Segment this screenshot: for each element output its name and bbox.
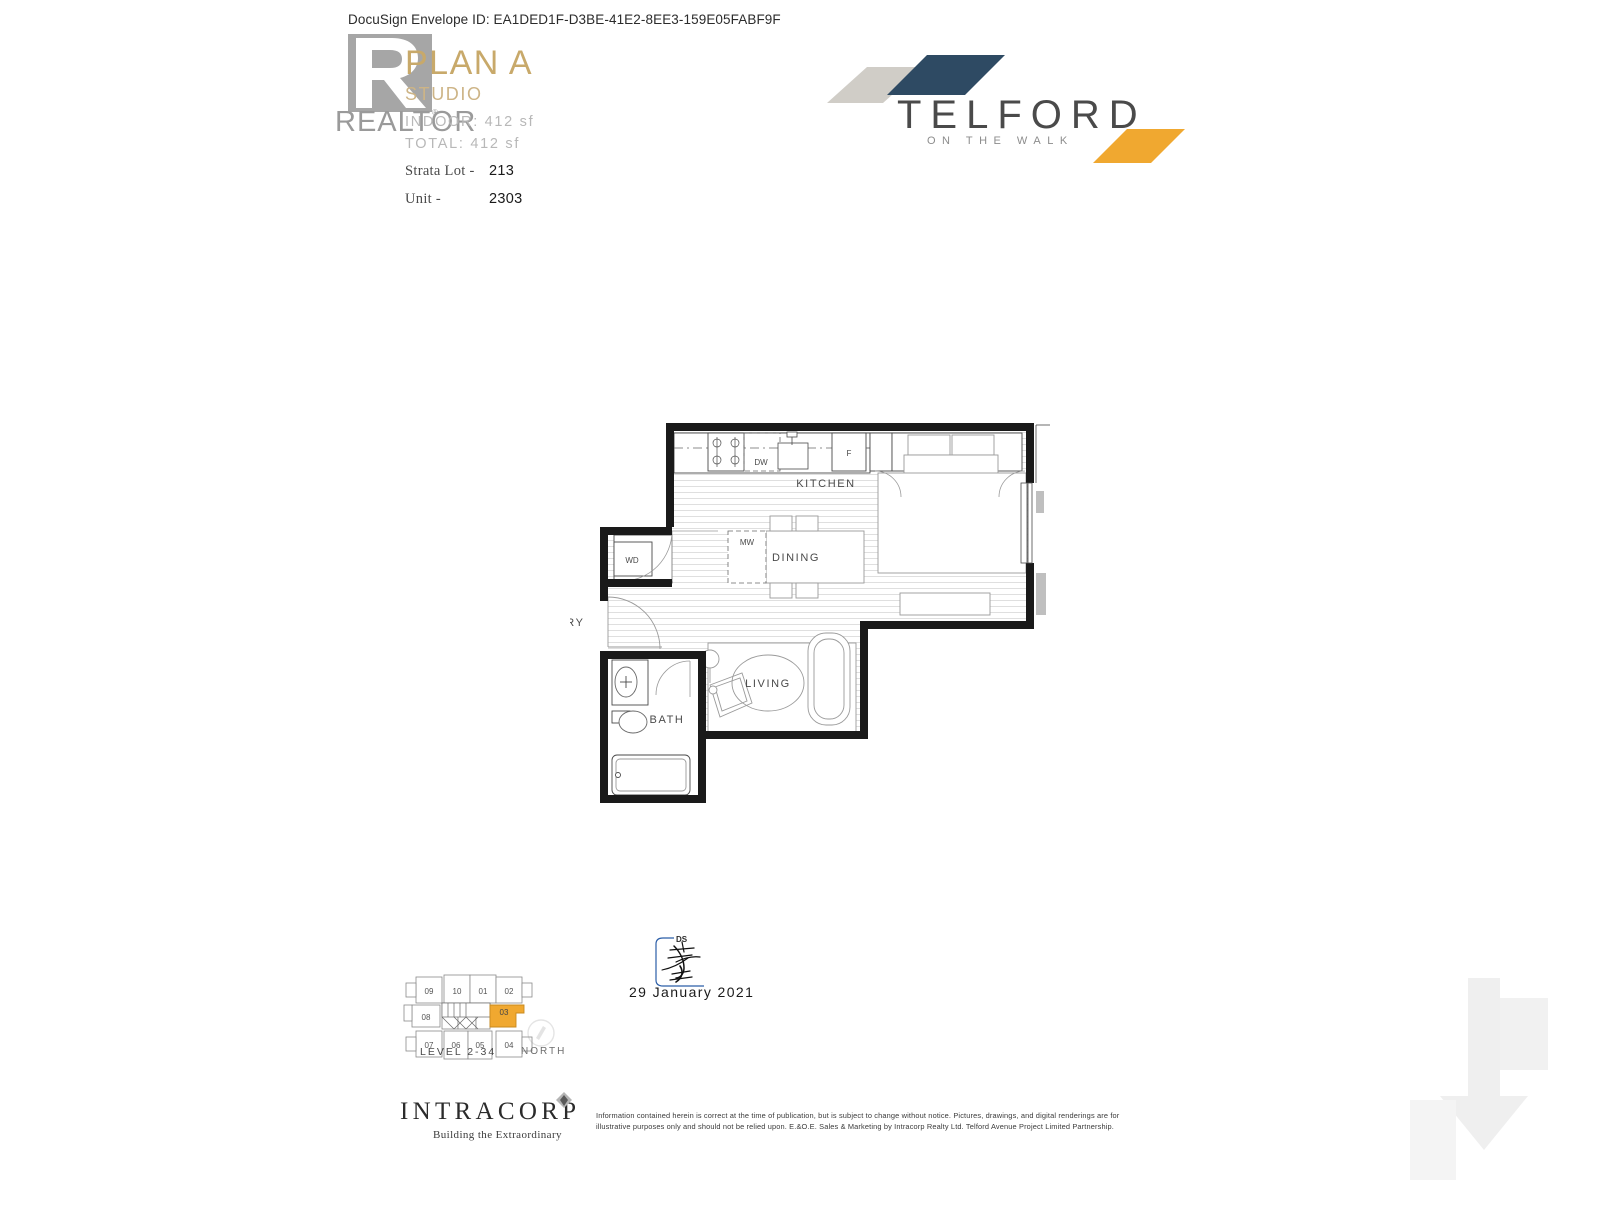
telford-tagline: ON THE WALK bbox=[927, 135, 1074, 147]
strata-lot-row: Strata Lot - 213 bbox=[405, 163, 705, 180]
floor-plan-drawing: KITCHEN DINING LIVING BATH ENTRY DW F MW… bbox=[570, 415, 1060, 815]
intracorp-diamond-icon bbox=[556, 1092, 572, 1108]
key-plan-unit-02: 02 bbox=[505, 987, 514, 996]
appliance-label-dw: DW bbox=[754, 458, 768, 467]
disclaimer-line-1: Information contained herein is correct … bbox=[596, 1111, 1120, 1120]
telford-logo: TELFORD ON THE WALK bbox=[805, 45, 1185, 170]
logo-parallelogram-gray bbox=[827, 67, 923, 103]
north-compass-icon bbox=[527, 1019, 555, 1047]
cooktop-icon bbox=[712, 437, 740, 467]
bathroom-fixtures bbox=[611, 659, 691, 796]
key-plan-svg: 09 10 01 02 08 03 07 06 05 04 bbox=[403, 974, 533, 1060]
microwave bbox=[727, 530, 767, 584]
developer-logo: INTRACORP Building the Extraordinary bbox=[400, 1092, 590, 1141]
north-label: NORTH bbox=[521, 1046, 567, 1057]
logo-parallelogram-navy bbox=[887, 55, 1005, 95]
dining-table bbox=[765, 515, 865, 599]
indoor-area: INDOOR: 412 sf bbox=[405, 113, 535, 130]
key-plan: 09 10 01 02 08 03 07 06 05 04 bbox=[398, 955, 578, 1060]
key-plan-unit-07: 07 bbox=[425, 1041, 434, 1050]
key-plan-highlight-unit-03 bbox=[489, 1004, 525, 1028]
sink-icon bbox=[777, 431, 809, 470]
plan-subtitle: STUDIO bbox=[405, 83, 483, 104]
strata-lot-value: 213 bbox=[489, 162, 515, 179]
washer-dryer-closet bbox=[613, 534, 673, 584]
exterior-edge bbox=[1036, 491, 1046, 615]
key-plan-unit-05: 05 bbox=[476, 1041, 485, 1050]
background-logo-watermark bbox=[1410, 978, 1548, 1180]
bedroom-bench bbox=[899, 592, 991, 616]
total-area: TOTAL: 412 sf bbox=[405, 135, 521, 152]
refrigerator bbox=[831, 432, 867, 472]
appliance-label-f: F bbox=[847, 449, 852, 458]
floor-plan-svg: KITCHEN DINING LIVING BATH ENTRY DW F MW… bbox=[570, 423, 1050, 803]
intracorp-tagline: Building the Extraordinary bbox=[433, 1129, 562, 1141]
signature-svg: DS bbox=[655, 935, 704, 987]
page-title: PLAN A bbox=[405, 44, 534, 82]
closet-door-arcs bbox=[874, 470, 1026, 498]
signature-date: 29 January 2021 bbox=[629, 984, 755, 1000]
unit-row: Unit - 2303 bbox=[405, 191, 705, 208]
strata-lot-label: Strata Lot - bbox=[405, 162, 475, 179]
unit-label: Unit - bbox=[405, 190, 442, 207]
appliance-label-wd: WD bbox=[625, 556, 639, 565]
unit-value: 2303 bbox=[489, 190, 523, 207]
bath-door-arc bbox=[655, 660, 691, 697]
exterior-outline bbox=[1035, 424, 1050, 483]
legal-disclaimer: Information contained herein is correct … bbox=[596, 1110, 1176, 1133]
unit-walls bbox=[600, 423, 1034, 803]
logo-parallelogram-amber bbox=[1093, 129, 1185, 163]
intracorp-wordmark: INTRACORP bbox=[400, 1098, 581, 1125]
room-label-kitchen: KITCHEN bbox=[796, 478, 855, 490]
docusign-signature-block: DS bbox=[618, 928, 818, 1023]
disclaimer-line-2: illustrative purposes only and should no… bbox=[596, 1122, 1114, 1132]
key-plan-unit-04: 04 bbox=[505, 1041, 514, 1050]
entry-door bbox=[607, 596, 662, 650]
plan-info-block: PLAN A STUDIO INDOOR: 412 sf TOTAL: 412 … bbox=[405, 44, 705, 208]
key-plan-unit-06: 06 bbox=[452, 1041, 461, 1050]
key-plan-unit-01: 01 bbox=[479, 987, 488, 996]
room-label-bath: BATH bbox=[650, 714, 685, 726]
room-label-entry: ENTRY bbox=[570, 617, 585, 629]
living-furniture bbox=[700, 632, 857, 734]
key-plan-unit-10: 10 bbox=[453, 987, 462, 996]
docusign-envelope-id: DocuSign Envelope ID: EA1DED1F-D3BE-41E2… bbox=[348, 12, 781, 27]
key-plan-unit-08: 08 bbox=[422, 1013, 431, 1022]
telford-wordmark: TELFORD bbox=[897, 93, 1147, 137]
appliance-label-mw: MW bbox=[740, 538, 755, 547]
dishwasher bbox=[743, 432, 781, 472]
telford-logo-shapes bbox=[827, 55, 1185, 163]
key-plan-unit-09: 09 bbox=[425, 987, 434, 996]
signature-ds-tag: DS bbox=[676, 935, 688, 944]
key-plan-unit-03: 03 bbox=[500, 1008, 509, 1017]
bed-furniture bbox=[877, 434, 1027, 574]
room-label-dining: DINING bbox=[772, 552, 820, 564]
key-plan-level-label: LEVEL 2-34 bbox=[420, 1046, 497, 1058]
room-label-living: LIVING bbox=[745, 678, 791, 690]
